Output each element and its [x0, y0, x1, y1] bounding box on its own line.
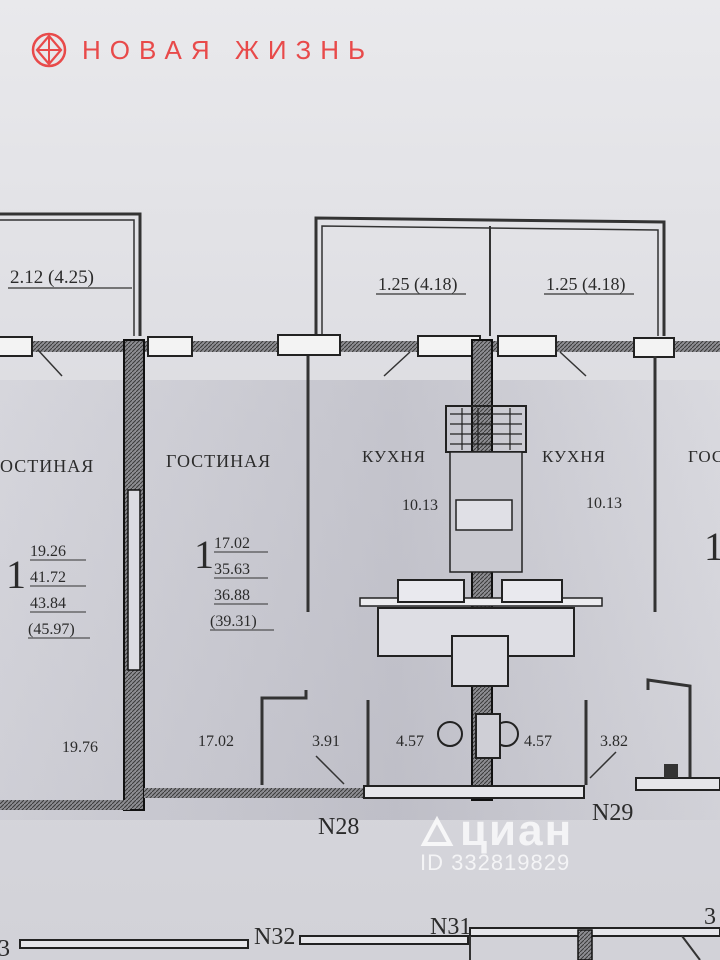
brand-name: НОВАЯ ЖИЗНЬ	[82, 34, 375, 65]
brand-header: НОВАЯ ЖИЗНЬ	[30, 30, 374, 70]
cian-watermark: циан ID 332819829	[420, 806, 573, 876]
apartment-center-value-2: 35.63	[214, 561, 250, 578]
exterior-wall	[0, 334, 720, 358]
balcony-outlines	[0, 212, 666, 336]
unit-number-29: N29	[592, 800, 633, 826]
apartment-center-value-3: 36.88	[214, 587, 250, 604]
watermark-name: циан	[460, 806, 574, 855]
next-row-walls	[19, 927, 720, 960]
balcony-area-left: 2.12 (4.25)	[10, 267, 94, 288]
corridor-wall	[0, 764, 720, 810]
room-name-kitchen-left: КУХНЯ	[362, 447, 426, 466]
unit-number-32: N32	[254, 924, 295, 950]
room-name-living-right: ГОС	[688, 447, 720, 466]
balcony-underlines	[8, 287, 634, 295]
apartment-center-rooms: 1	[194, 532, 214, 577]
room-name-living-center: ГОСТИНАЯ	[166, 451, 271, 471]
area-living-center: 17.02	[198, 733, 234, 750]
apartment-left-underlines	[28, 559, 90, 639]
apartment-center-value-1: 17.02	[214, 535, 250, 552]
unit-number-31: N31	[430, 914, 471, 940]
area-bath-left: 4.57	[396, 733, 424, 750]
room-name-kitchen-right: КУХНЯ	[542, 447, 606, 466]
area-living-left: 19.76	[62, 739, 98, 756]
unit-number-33-partial: 3	[0, 936, 10, 960]
door-swings	[37, 349, 587, 377]
logo-rhombus-icon	[31, 32, 67, 68]
watermark-id: ID 332819829	[420, 850, 571, 875]
unit-number-30-partial: 3	[704, 904, 716, 930]
area-leaders	[315, 751, 617, 785]
balcony-area-right: 1.25 (4.18)	[546, 274, 626, 295]
apartment-right-rooms: 1	[704, 524, 720, 569]
room-name-living-left: ОСТИНАЯ	[0, 456, 94, 476]
area-bath-right: 4.57	[524, 733, 552, 750]
area-hall-left: 3.91	[312, 733, 340, 750]
cian-logo-icon	[420, 815, 454, 846]
apartment-left-value-2: 41.72	[30, 569, 66, 586]
unit-number-28: N28	[318, 814, 359, 840]
kitchen-area-left: 10.13	[402, 497, 438, 514]
apartment-left-rooms: 1	[6, 552, 26, 597]
apartment-left-value-3: 43.84	[30, 595, 66, 612]
apartment-left-value-1: 19.26	[30, 543, 66, 560]
area-hall-right: 3.82	[600, 733, 628, 750]
kitchen-fixtures	[359, 405, 603, 759]
balcony-area-center: 1.25 (4.18)	[378, 274, 458, 295]
apartment-center-underlines	[210, 551, 274, 631]
kitchen-area-right: 10.13	[586, 495, 622, 512]
interior-walls	[260, 356, 692, 785]
apartment-left-value-4: (45.97)	[28, 621, 75, 638]
apartment-center-value-4: (39.31)	[210, 613, 257, 630]
